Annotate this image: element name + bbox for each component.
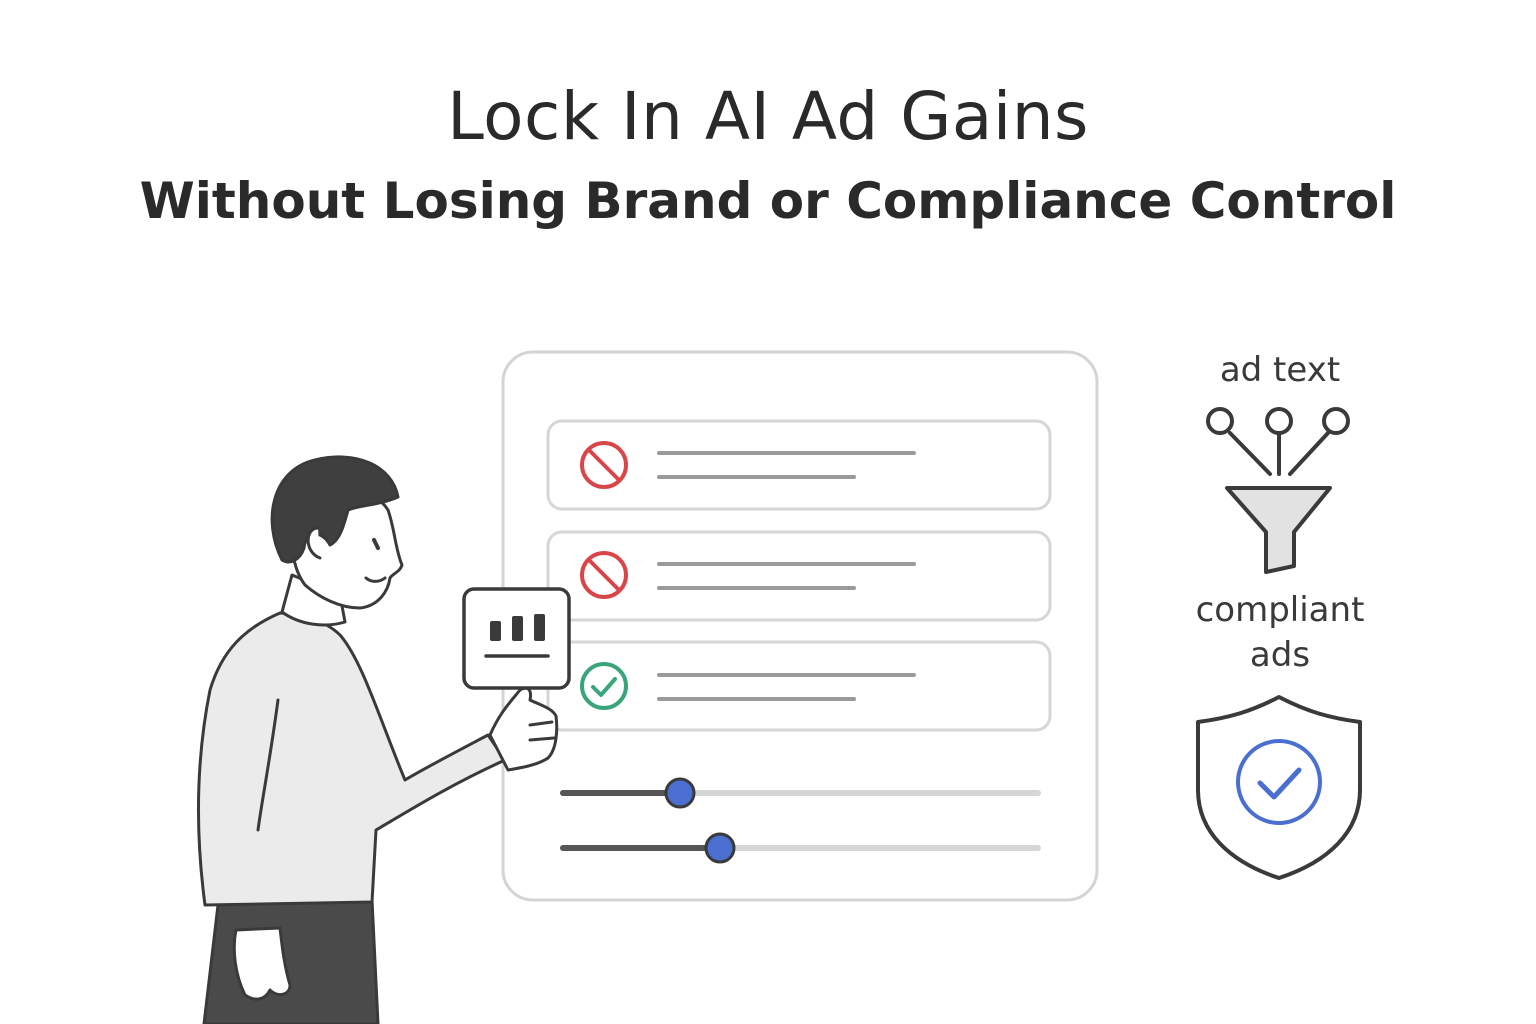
funnel-icon <box>1206 407 1350 574</box>
person-illustration <box>196 455 559 1024</box>
check-circle-icon <box>580 662 628 710</box>
review-row[interactable] <box>546 419 1052 511</box>
score-card[interactable] <box>462 587 571 690</box>
slider-thumb[interactable] <box>664 777 696 809</box>
shield-check-icon <box>1196 695 1362 880</box>
bar-chart-icon <box>484 614 550 658</box>
prohibited-icon <box>580 441 628 489</box>
slider[interactable] <box>560 832 1041 864</box>
output-label: compliant ads <box>1195 590 1365 675</box>
slider[interactable] <box>560 777 1041 809</box>
review-row[interactable] <box>546 640 1052 732</box>
page-title: Lock In AI Ad Gains <box>447 78 1089 155</box>
input-label: ad text <box>1219 350 1341 390</box>
prohibited-icon <box>580 551 628 599</box>
page-subtitle: Without Losing Brand or Compliance Contr… <box>139 172 1397 230</box>
review-panel <box>501 350 1099 902</box>
slider-thumb[interactable] <box>704 832 736 864</box>
review-row[interactable] <box>546 530 1052 622</box>
